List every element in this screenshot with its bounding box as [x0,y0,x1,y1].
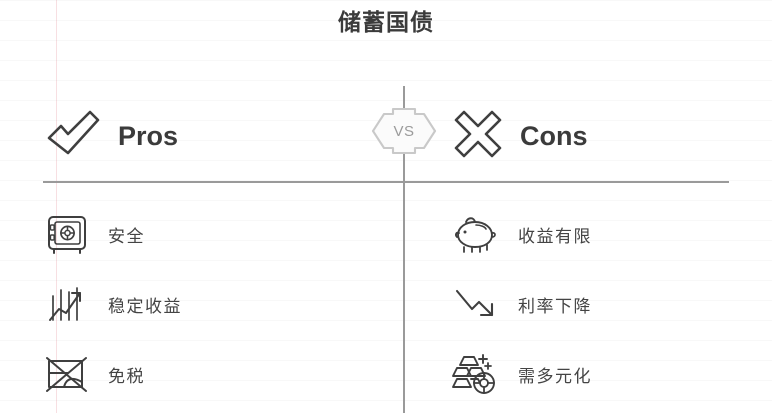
header-divider [43,181,729,183]
list-item-label: 需多元化 [518,366,592,386]
cross-x-icon [452,108,504,165]
pros-heading-label: Pros [118,121,179,151]
cons-heading-label: Cons [520,121,588,151]
list-item: 免税 [44,339,384,409]
no-tax-document-icon [44,351,90,397]
list-item: 收益有限 [452,199,772,269]
list-item: 稳定收益 [44,269,384,339]
list-item-label: 收益有限 [518,226,592,246]
list-item: 安全 [44,199,384,269]
list-item-label: 利率下降 [518,296,592,316]
pros-list: 安全 稳定收益 免税 [44,199,384,409]
list-item-label: 免税 [108,366,145,386]
rising-chart-arrow-icon [44,281,90,327]
cons-heading: Cons [452,108,588,165]
declining-arrow-icon [452,281,500,327]
pros-heading: Pros [44,108,178,165]
page-title: 储蓄国债 [338,9,434,35]
vs-label: VS [393,122,415,140]
list-item: 利率下降 [452,269,772,339]
gold-bars-coin-icon [452,351,500,397]
cons-list: 收益有限 利率下降 [452,199,772,409]
safe-vault-icon [44,211,90,257]
center-divider [403,86,405,413]
checkmark-icon [44,108,102,165]
piggy-bank-icon [452,211,500,257]
vs-hexagon-badge-icon [371,107,437,155]
list-item: 需多元化 [452,339,772,409]
list-item-label: 稳定收益 [108,296,182,316]
vs-badge: VS [371,107,437,155]
list-item-label: 安全 [108,226,145,246]
